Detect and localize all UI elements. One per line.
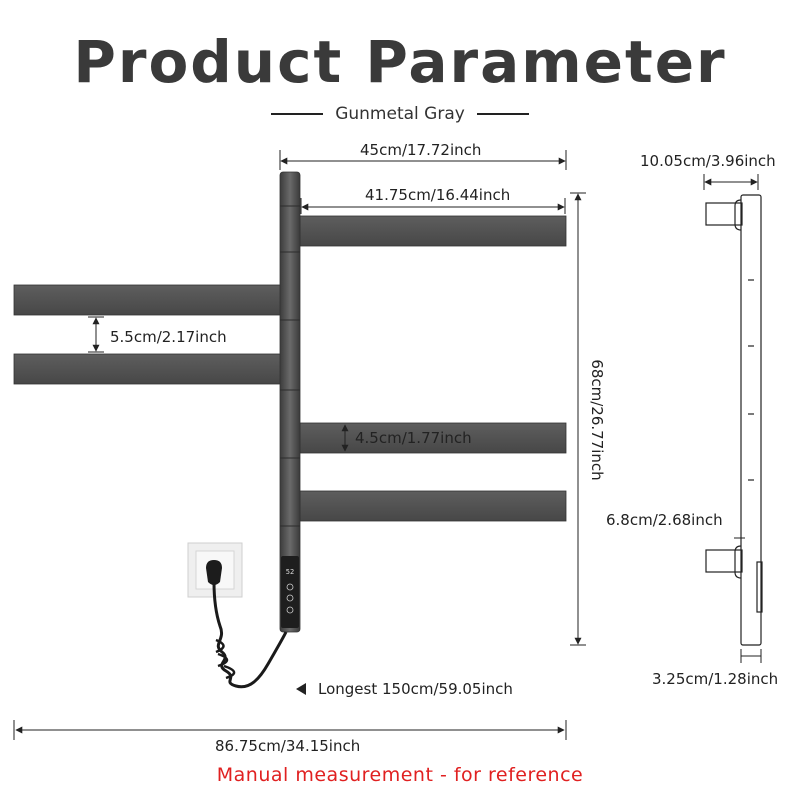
coiled-cable — [212, 581, 288, 689]
dim-side-depth-label: 10.05cm/3.96inch — [640, 152, 776, 170]
color-name: Gunmetal Gray — [335, 104, 465, 124]
left-bar-bottom — [13, 353, 283, 385]
vertical-rail — [279, 171, 301, 633]
dim-side-pole-label: 3.25cm/1.28inch — [652, 670, 779, 688]
page-title: Product Parameter — [73, 28, 727, 96]
timer-button-icon[interactable] — [286, 594, 294, 602]
color-label: Gunmetal Gray — [0, 104, 800, 124]
divider-left — [271, 113, 324, 115]
control-panel — [281, 556, 299, 628]
pointer-arrow-icon — [296, 683, 306, 695]
side-view — [705, 194, 763, 646]
dim-bar-gap-label: 5.5cm/2.17inch — [110, 328, 227, 346]
left-bar-top — [13, 284, 283, 316]
right-bar-1 — [299, 215, 567, 247]
divider-right — [476, 113, 529, 115]
temperature-display: 52 — [286, 568, 294, 576]
dim-bar-height-label: 4.5cm/1.77inch — [355, 429, 472, 447]
dim-height-label: 68cm/26.77inch — [588, 359, 606, 480]
right-bar-3 — [299, 490, 567, 522]
plug-icon — [206, 560, 222, 585]
disclaimer-note: Manual measurement - for reference — [216, 764, 584, 786]
dim-bar-length-label: 41.75cm/16.44inch — [365, 186, 511, 204]
dim-total-depth-label: 45cm/17.72inch — [360, 141, 482, 159]
power-button-icon[interactable] — [286, 606, 294, 614]
dim-cable-label: Longest 150cm/59.05inch — [318, 680, 513, 698]
mode-button-icon[interactable] — [286, 583, 294, 591]
rail-segments — [280, 205, 300, 527]
dim-side-arm-label: 6.8cm/2.68inch — [606, 511, 723, 529]
dim-total-width-label: 86.75cm/34.15inch — [215, 737, 361, 755]
